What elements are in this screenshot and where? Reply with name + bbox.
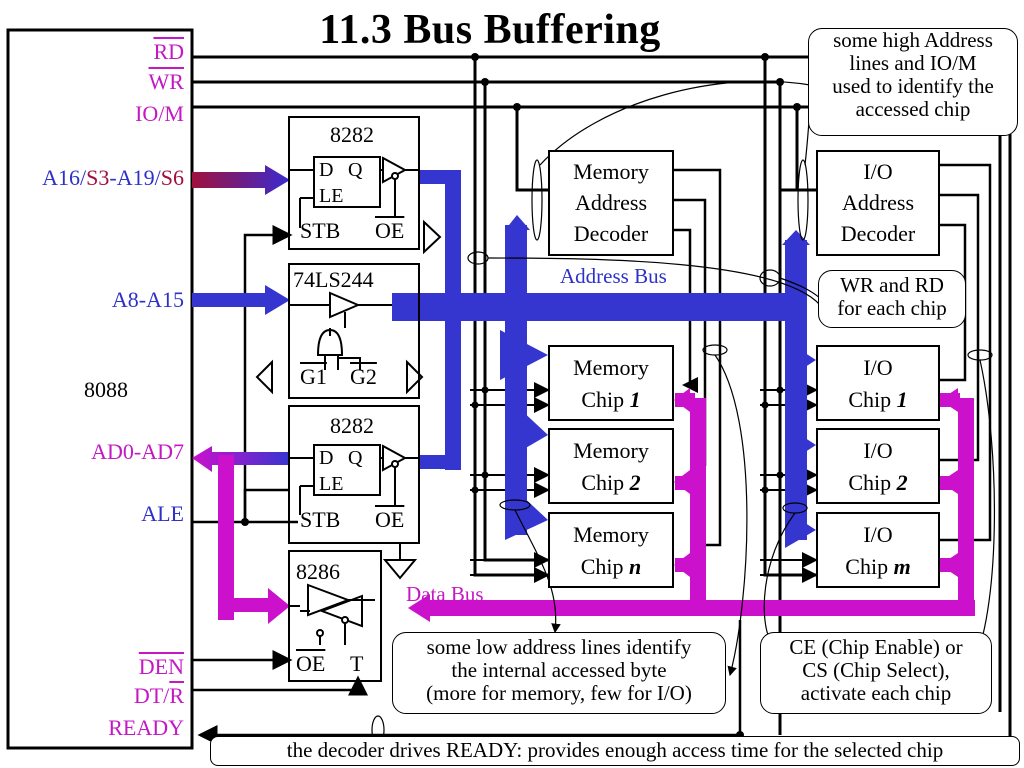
address-bus xyxy=(192,170,816,548)
buffer-box xyxy=(288,263,420,399)
data-bus xyxy=(408,388,975,622)
latch-top-oe: OE xyxy=(375,218,405,243)
buffer-internals xyxy=(290,291,392,370)
pin-rd: RD xyxy=(153,39,184,64)
latch-top-internals xyxy=(290,156,418,228)
latch-bottom-le: LE xyxy=(319,473,344,495)
cpu-name: 8088 xyxy=(84,377,128,402)
data-bus-label: Data Bus xyxy=(406,582,484,606)
io-chip-2-name: I/O xyxy=(863,438,893,463)
io-decoder: I/O Address Decoder xyxy=(816,150,940,256)
memory-chip-2-name: Memory xyxy=(573,438,649,463)
latch-bottom-stb: STB xyxy=(300,507,341,532)
latch-top-box xyxy=(288,116,420,250)
io-decoder-line2: Address xyxy=(841,190,915,215)
pin-dt-r: DT/R xyxy=(133,683,184,708)
address-bus-label: Address Bus xyxy=(560,264,667,288)
latch-bottom-oe: OE xyxy=(375,507,405,532)
io-chip-2-label: Chip 2 xyxy=(848,470,908,495)
note-ready: the decoder drives READY: provides enoug… xyxy=(210,736,1020,766)
pin-wr: WR xyxy=(148,69,184,94)
io-chip-1-name: I/O xyxy=(863,355,893,380)
memory-chip-n: Memory Chip n xyxy=(548,512,674,588)
memory-decoder-line3: Decoder xyxy=(573,221,649,246)
memory-chip-n-name: Memory xyxy=(573,522,649,547)
pin-ale: ALE xyxy=(141,501,184,526)
memory-chip-1: Memory Chip 1 xyxy=(548,345,674,421)
io-chip-m-name: I/O xyxy=(863,522,893,547)
high-address-arrow xyxy=(192,165,290,195)
memory-chip-1-label: Chip 1 xyxy=(581,387,641,412)
memory-decoder-line2: Address xyxy=(574,190,648,215)
pin-io-m: IO/M xyxy=(135,101,184,126)
buffer-name: 74LS244 xyxy=(293,267,374,292)
latch-bottom-box xyxy=(288,405,420,544)
memory-decoder-line1: Memory xyxy=(573,159,649,184)
io-decoder-line1: I/O xyxy=(863,159,893,184)
io-chip-m-label: Chip m xyxy=(845,554,911,579)
latch-top-le: LE xyxy=(319,185,344,207)
page-title: 11.3 Bus Buffering xyxy=(319,7,661,53)
io-chip-1: I/O Chip 1 xyxy=(816,345,940,421)
memory-chip-1-name: Memory xyxy=(573,355,649,380)
transceiver-internals xyxy=(290,583,375,645)
memory-chip-2-label: Chip 2 xyxy=(581,470,641,495)
pin-ad0-ad7: AD0-AD7 xyxy=(91,439,184,464)
transceiver-t: T xyxy=(350,651,364,676)
latch-bottom-d: D xyxy=(319,447,334,469)
memory-chip-2: Memory Chip 2 xyxy=(548,428,674,504)
pin-high-address: A16/S3-A19/S6 xyxy=(42,165,184,190)
transceiver-oe: OE xyxy=(296,651,326,676)
latch-top-d: D xyxy=(319,159,334,181)
memory-chip-n-label: Chip n xyxy=(580,554,642,579)
io-decoder-line3: Decoder xyxy=(840,221,916,246)
latch-top-stb: STB xyxy=(300,218,341,243)
memory-decoder: Memory Address Decoder xyxy=(548,150,674,256)
io-chip-m: I/O Chip m xyxy=(816,512,940,588)
buffer-g1: G1 xyxy=(300,364,327,389)
pin-a8-a15: A8-A15 xyxy=(111,287,184,312)
latch-bottom-name: 8282 xyxy=(330,413,374,438)
buffer-g2: G2 xyxy=(350,364,377,389)
latch-top-name: 8282 xyxy=(330,122,374,147)
pin-ready: READY xyxy=(108,715,184,740)
latch-bottom-internals xyxy=(290,444,418,515)
io-chip-1-label: Chip 1 xyxy=(848,387,908,412)
transceiver-box xyxy=(288,550,382,682)
latch-top-q: Q xyxy=(348,159,363,181)
latch-bottom-q: Q xyxy=(348,447,363,469)
transceiver-name: 8286 xyxy=(296,559,340,584)
cpu-box xyxy=(6,28,194,750)
ad-bus-arrow xyxy=(192,446,290,472)
enable-triangles xyxy=(255,219,442,580)
pin-den: DEN xyxy=(138,654,184,679)
io-chip-2: I/O Chip 2 xyxy=(816,428,940,504)
